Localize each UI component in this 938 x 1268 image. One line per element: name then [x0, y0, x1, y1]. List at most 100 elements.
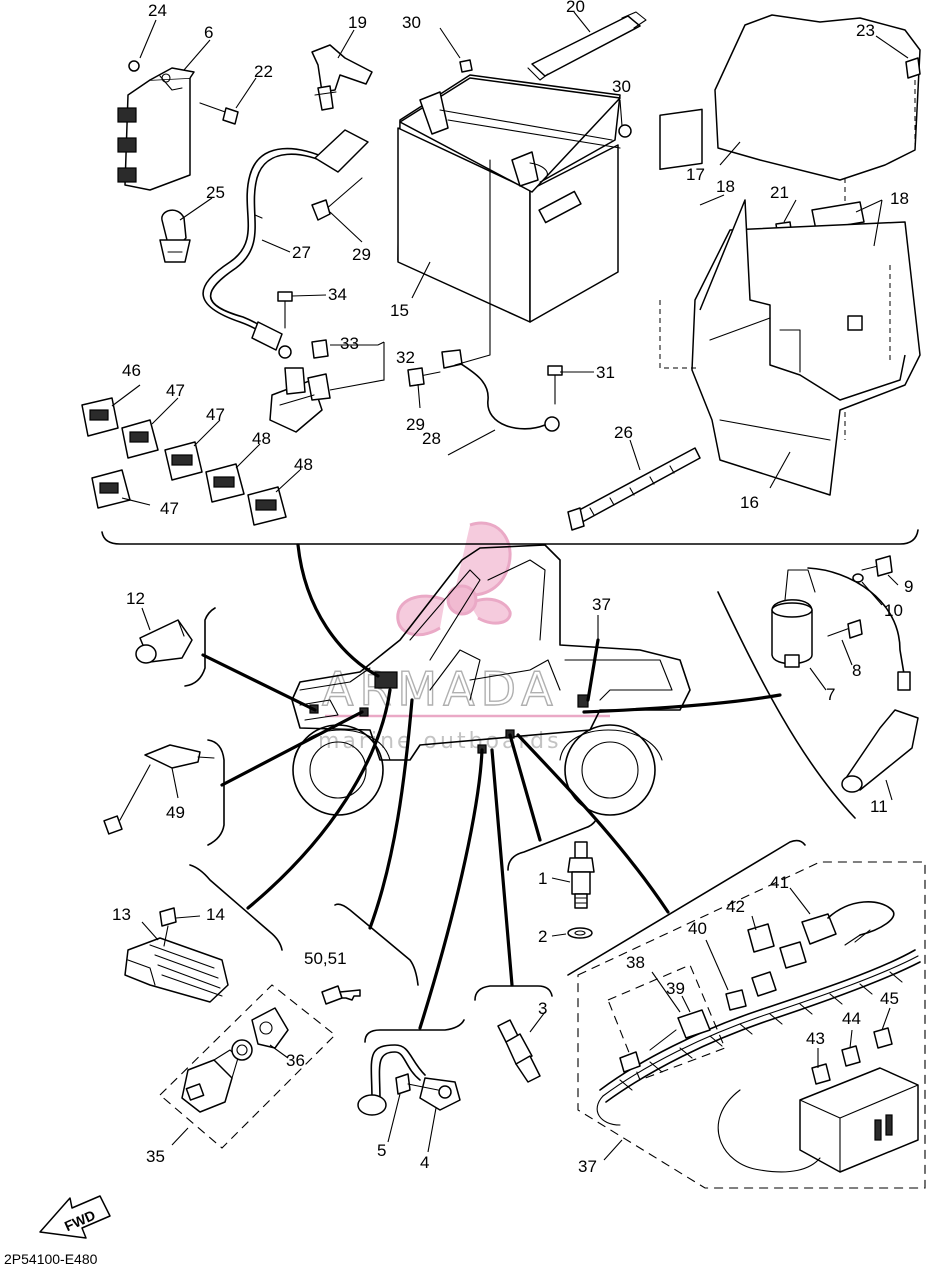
callout-2: 2: [538, 927, 547, 946]
connector-46: [81, 397, 119, 437]
bolt-23: [905, 57, 921, 79]
callout-29a: 29: [352, 245, 371, 264]
connectors-46-48: [81, 397, 287, 526]
bracket-3: [474, 985, 553, 1001]
callout-41: 41: [770, 873, 789, 892]
callout-1: 1: [538, 869, 547, 888]
callout-47a: 47: [166, 381, 185, 400]
bracket-13-14: [189, 864, 283, 951]
battery-box-16: [659, 199, 921, 496]
callout-22: 22: [254, 62, 273, 81]
spark-plug-1: [567, 841, 595, 909]
callout-48b: 48: [294, 455, 313, 474]
battery-cable-28: [441, 159, 560, 432]
callout-45: 45: [880, 989, 899, 1008]
callout-20: 20: [566, 0, 585, 16]
sensor-49: [103, 739, 225, 846]
callout-18b: 18: [890, 189, 909, 208]
callout-49: 49: [166, 803, 185, 822]
sensor-12: [135, 607, 216, 687]
callout-25: 25: [206, 183, 225, 202]
callout-33: 33: [340, 334, 359, 353]
callout-5: 5: [377, 1141, 386, 1160]
callout-16: 16: [740, 493, 759, 512]
callout-42: 42: [726, 897, 745, 916]
watermark-brand: ARMADA: [322, 662, 559, 716]
bolt-29-top: [311, 177, 363, 221]
callout-38: 38: [626, 953, 645, 972]
bolt-8: [827, 619, 863, 639]
callout-26: 26: [614, 423, 633, 442]
callout-11: 11: [870, 797, 888, 816]
bolt-29-bottom: [407, 367, 441, 387]
connector-48b: [247, 486, 287, 526]
callout-48a: 48: [252, 429, 271, 448]
callout-8: 8: [852, 661, 861, 680]
leader-lines-bottom: [141, 574, 899, 1161]
connector-48a: [205, 463, 245, 503]
callout-30a: 30: [402, 13, 421, 32]
callout-47b: 47: [206, 405, 225, 424]
callout-labels: 24 6 22 19 30 20 30 23 17 18 18 2 1 25 27…: [112, 0, 913, 1176]
connector-47c: [91, 469, 131, 509]
clamp-25: [159, 209, 191, 263]
leader-lines-top: [111, 11, 909, 506]
callout-46: 46: [122, 361, 141, 380]
watermark-logo: [396, 521, 512, 637]
nuts-30: [459, 59, 632, 138]
callout-18a: 18: [716, 177, 735, 196]
callout-36: 36: [286, 1051, 305, 1070]
callout-31: 31: [596, 363, 615, 382]
callout-4: 4: [420, 1153, 429, 1172]
rectifier-13: [124, 937, 229, 1003]
callout-10: 10: [884, 601, 903, 620]
callout-23: 23: [856, 21, 875, 40]
watermark: ARMADA marine outboards: [318, 521, 610, 754]
bracket-37: [567, 839, 806, 976]
callout-30b: 30: [612, 77, 631, 96]
band-20: [527, 11, 647, 81]
callout-29b: 29: [406, 415, 425, 434]
top-group-bracket: [101, 529, 919, 545]
callout-14: 14: [206, 905, 225, 924]
callout-37a: 37: [592, 595, 611, 614]
callout-44: 44: [842, 1009, 861, 1028]
callout-3: 3: [538, 999, 547, 1018]
ignition-coil-7: [771, 567, 906, 681]
connectors-38-45: [619, 901, 895, 1085]
nut-24: [128, 60, 140, 72]
callout-7: 7: [826, 685, 835, 704]
callout-47c: 47: [160, 499, 179, 518]
callout-43: 43: [806, 1029, 825, 1048]
callout-35: 35: [146, 1147, 165, 1166]
bolt-31: [547, 365, 563, 405]
callout-12: 12: [126, 589, 145, 608]
callout-32: 32: [396, 348, 415, 367]
callout-6: 6: [204, 23, 213, 42]
battery-15: [397, 74, 621, 323]
connector-47a: [121, 419, 159, 459]
callout-28: 28: [422, 429, 441, 448]
bolt-22: [199, 102, 239, 125]
wire-harness-37: [577, 861, 926, 1189]
callout-19: 19: [348, 13, 367, 32]
callout-13: 13: [112, 905, 131, 924]
gasket-2: [567, 927, 593, 939]
plug-cap-11: [841, 671, 919, 793]
callout-17: 17: [686, 165, 705, 184]
callout-24: 24: [148, 1, 167, 20]
clamp-19: [311, 44, 373, 111]
drawing-code: 2P54100-E480: [4, 1251, 98, 1267]
callout-15: 15: [390, 301, 409, 320]
bracket-7-11: [717, 591, 856, 819]
fwd-arrow-icon: FWD: [39, 1195, 111, 1239]
bolt-14: [159, 907, 177, 947]
ecu-unit: [117, 67, 195, 191]
callout-37b: 37: [578, 1157, 597, 1176]
cable-tie-26: [567, 447, 701, 531]
callout-27: 27: [292, 243, 311, 262]
callout-39: 39: [666, 979, 685, 998]
bolt-9: [861, 555, 893, 577]
